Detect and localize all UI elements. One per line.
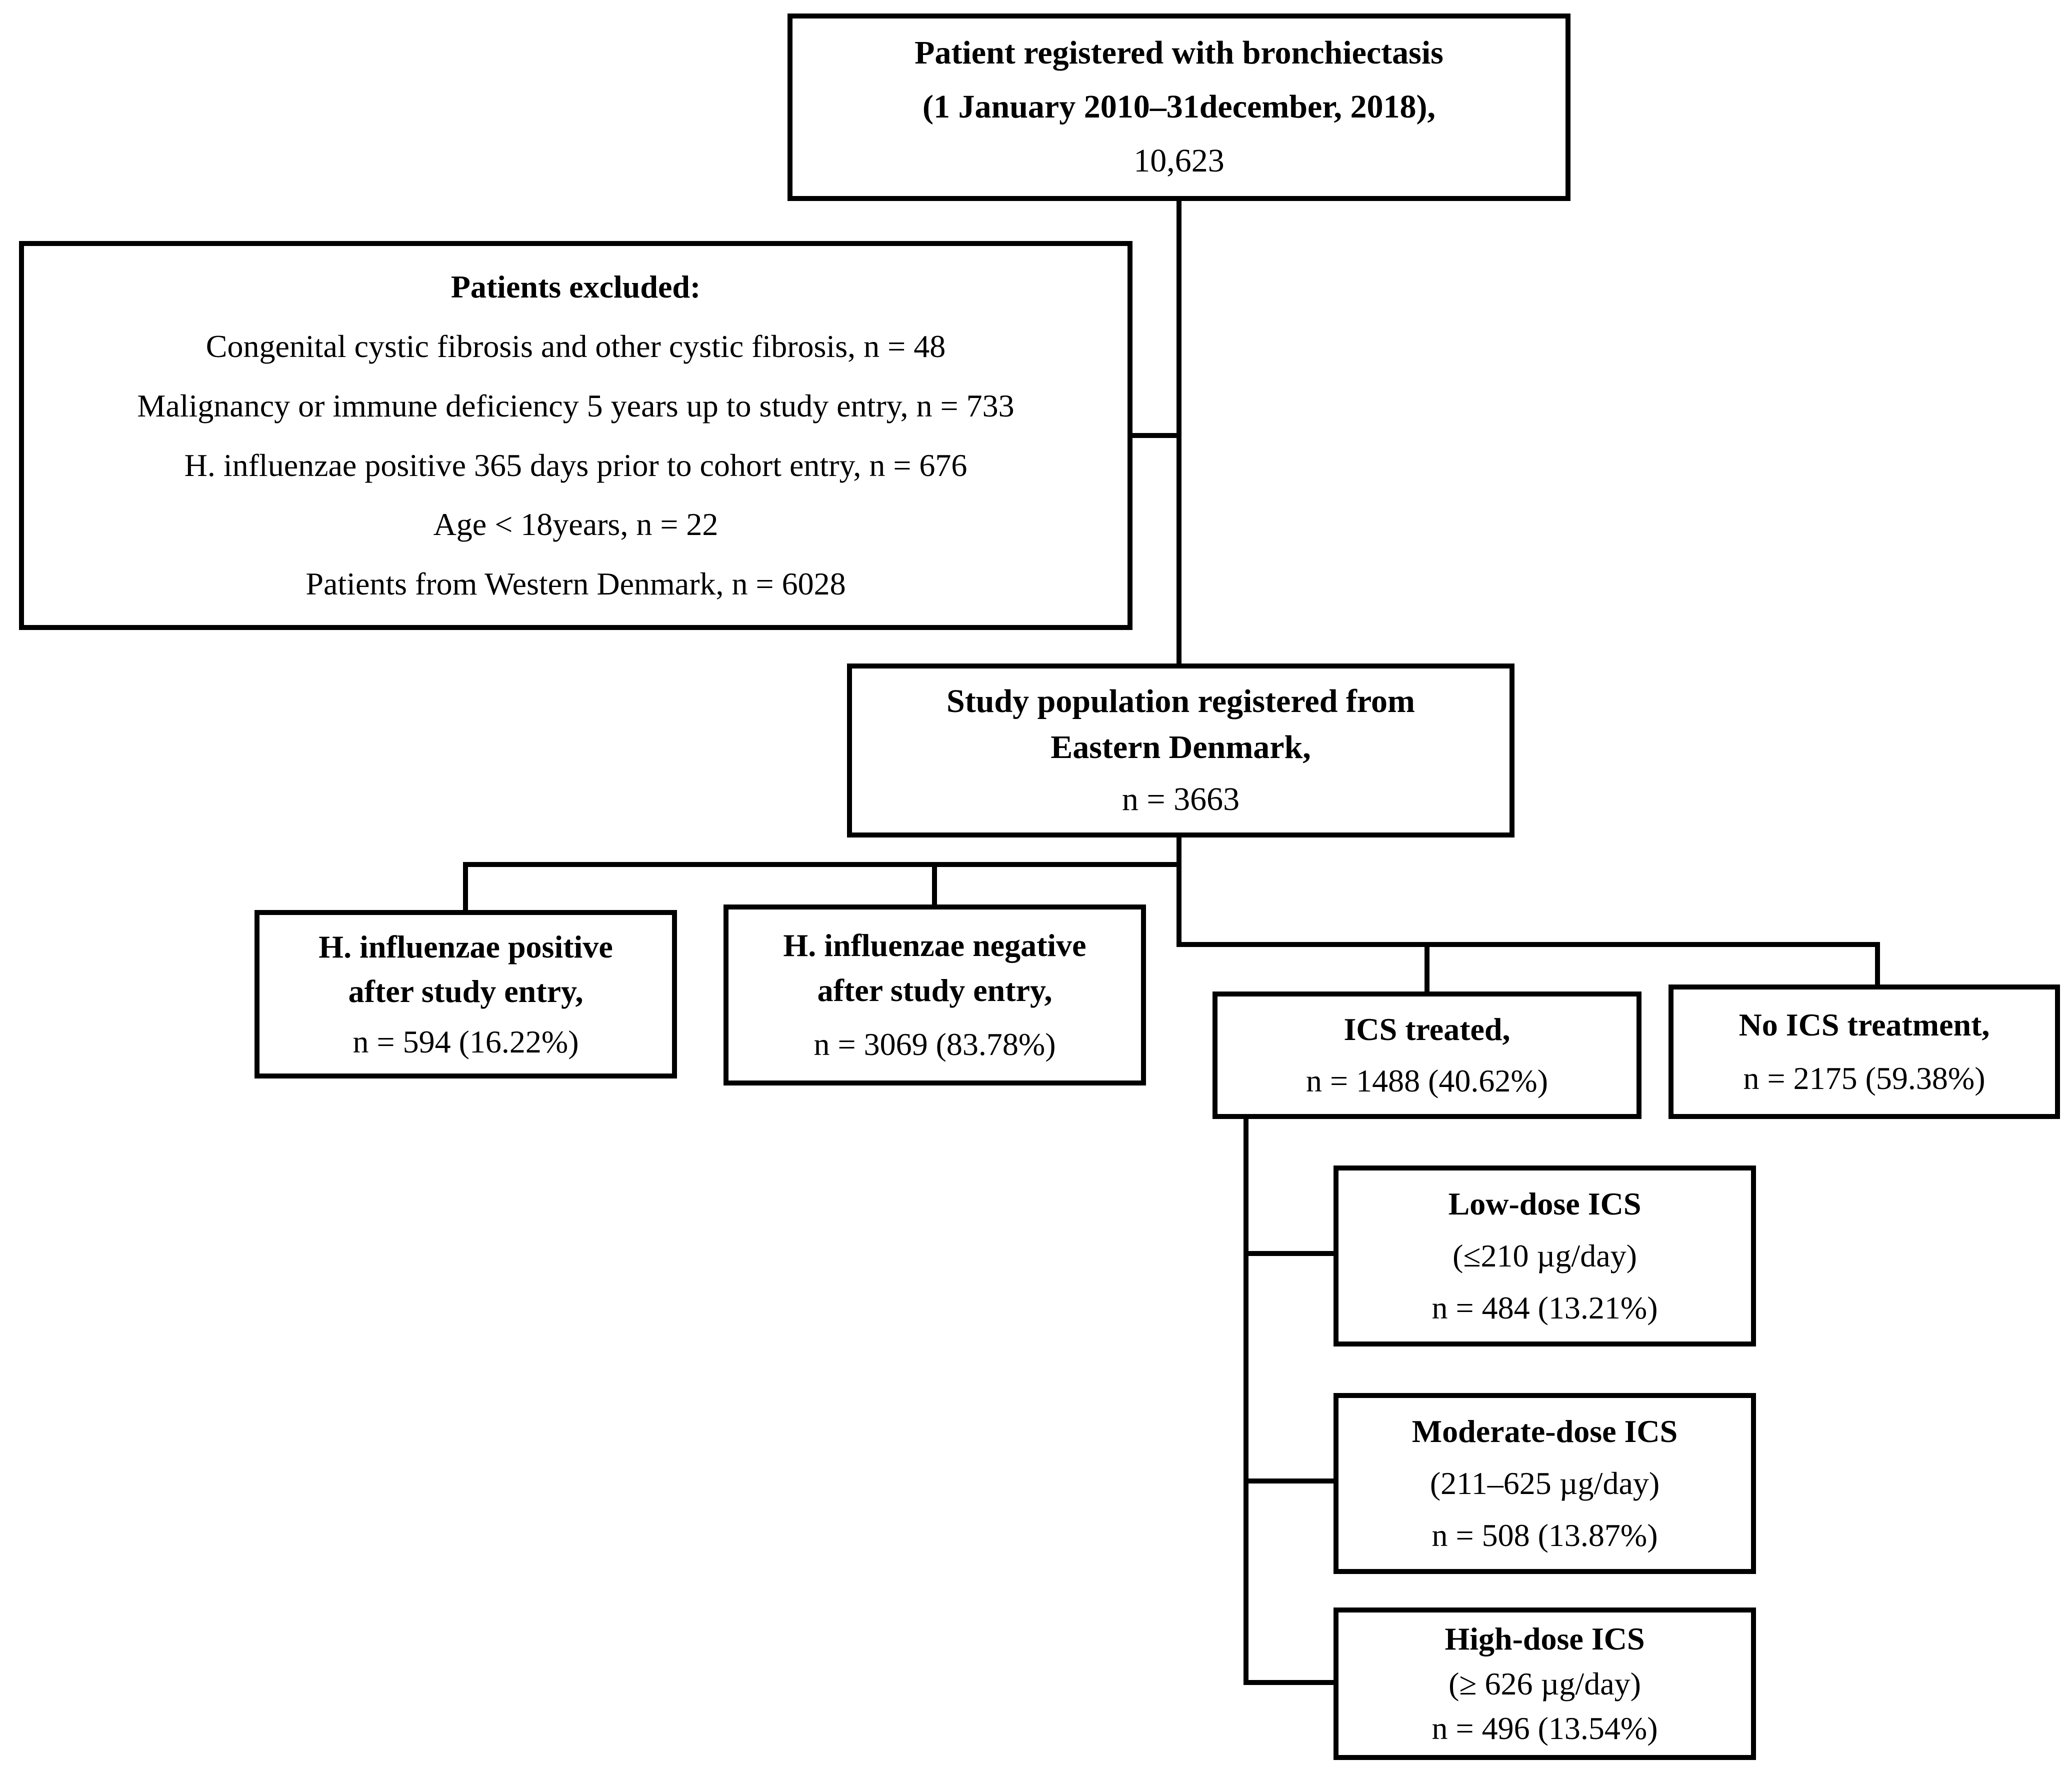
moderate-dose-ics-box: Moderate-dose ICS (211–625 µg/day) n = 5… [1334,1393,1756,1574]
excluded-item-h-influenzae-prior: H. influenzae positive 365 days prior to… [184,447,968,483]
high-dose-title: High-dose ICS [1444,1621,1645,1657]
h-influenzae-positive-title: H. influenzae positive after study entry… [318,928,613,1010]
high-dose-range: (≥ 626 µg/day) [1448,1666,1641,1702]
no-ics-treatment-n: n = 2175 (59.38%) [1743,1060,1986,1096]
connector-top-to-study-line [1176,201,1182,664]
patient-registered-count: 10,623 [1134,142,1224,180]
connector-stub-moderate-dose-line [1244,1478,1334,1484]
moderate-dose-title: Moderate-dose ICS [1412,1414,1678,1450]
connector-ics-to-doses-line [1244,1119,1248,1685]
patient-registered-box: Patient registered with bronchiectasis (… [788,14,1570,201]
study-population-box: Study population registered from Eastern… [847,664,1514,838]
no-ics-treatment-box: No ICS treatment, n = 2175 (59.38%) [1668,984,2060,1119]
low-dose-n: n = 484 (13.21%) [1432,1290,1658,1326]
study-population-n: n = 3663 [1122,781,1240,818]
patient-registered-dates: (1 January 2010–31december, 2018), [922,88,1436,126]
h-influenzae-negative-title: H. influenzae negative after study entry… [783,928,1086,1008]
connector-drop-negative-line [932,862,937,904]
ics-treated-title: ICS treated, [1344,1012,1510,1048]
connector-stub-high-dose-line [1244,1680,1334,1685]
patients-excluded-title: Patients excluded: [450,269,701,305]
connector-drop-ics-line [1424,942,1430,992]
high-dose-n: n = 496 (13.54%) [1432,1710,1658,1746]
low-dose-range: (≤210 µg/day) [1452,1238,1637,1274]
connector-stub-low-dose-line [1244,1251,1334,1256]
moderate-dose-n: n = 508 (13.87%) [1432,1518,1658,1554]
h-influenzae-negative-n: n = 3069 (83.78%) [814,1026,1056,1062]
connector-drop-positive-line [463,862,468,910]
low-dose-ics-box: Low-dose ICS (≤210 µg/day) n = 484 (13.2… [1334,1166,1756,1346]
moderate-dose-range: (211–625 µg/day) [1430,1466,1660,1502]
connector-left-branch-line [464,862,1182,867]
no-ics-treatment-title: No ICS treatment, [1738,1006,1990,1042]
h-influenzae-positive-n: n = 594 (16.22%) [352,1024,579,1060]
study-population-title: Study population registered from Eastern… [946,682,1415,766]
excluded-item-western-denmark: Patients from Western Denmark, n = 6028 [306,566,846,602]
ics-treated-box: ICS treated, n = 1488 (40.62%) [1212,992,1642,1119]
low-dose-title: Low-dose ICS [1448,1186,1642,1222]
ics-treated-n: n = 1488 (40.62%) [1306,1063,1548,1099]
h-influenzae-positive-box: H. influenzae positive after study entry… [254,910,677,1078]
patient-registered-title: Patient registered with bronchiectasis [914,34,1444,72]
excluded-item-cystic-fibrosis: Congenital cystic fibrosis and other cys… [206,328,946,364]
h-influenzae-negative-box: H. influenzae negative after study entry… [724,904,1146,1086]
connector-excluded-line [1132,433,1182,438]
connector-study-down-line [1176,838,1182,947]
connector-right-branch-line [1176,942,1880,947]
connector-drop-no-ics-line [1875,942,1880,984]
excluded-item-age: Age < 18years, n = 22 [433,506,718,542]
patients-excluded-box: Patients excluded: Congenital cystic fib… [19,241,1132,630]
high-dose-ics-box: High-dose ICS (≥ 626 µg/day) n = 496 (13… [1334,1608,1756,1760]
excluded-item-malignancy: Malignancy or immune deficiency 5 years … [137,388,1014,424]
